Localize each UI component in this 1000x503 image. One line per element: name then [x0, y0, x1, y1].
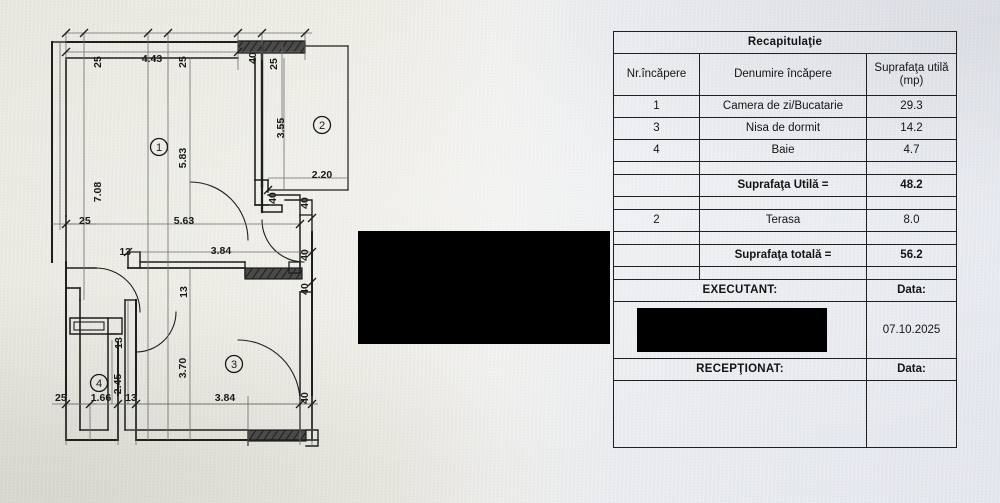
executant-signature-row: 07.10.2025 [613, 300, 957, 359]
executant-date-value: 07.10.2025 [866, 300, 957, 359]
executant-signature-cell [613, 300, 867, 359]
receptionat-signature-cell [613, 380, 867, 448]
terrace-area: 8.0 [866, 209, 957, 233]
executant-label: EXECUTANT: [613, 279, 867, 302]
row-name: Baie [699, 139, 867, 163]
dim-top-40: 40 [247, 52, 259, 64]
table-title-row: Recapitulaţie [613, 31, 957, 54]
room-marker-4: 4 [96, 378, 102, 390]
dim-left-708: 7.08 [92, 182, 104, 203]
floor-plan-drawing: 1 2 3 4 4.43 25 25 40 25 3.55 2.20 7.08 … [51, 28, 349, 447]
recapitulation-table: Recapitulaţie Nr.încăpere Denumire încăp… [613, 31, 957, 448]
dim-interior-245: 2.45 [112, 374, 124, 395]
row-name: Nisa de dormit [699, 117, 867, 141]
dim-right-40-b: 40 [299, 249, 311, 261]
column-header-number: Nr.încăpere [613, 52, 700, 97]
terrace-row: 2 Terasa 8.0 [613, 209, 957, 233]
spacer-row [613, 231, 957, 246]
dim-bottom-25: 25 [55, 392, 67, 404]
column-header-area-line1: Suprafaţa utilă [874, 61, 949, 74]
row-area: 4.7 [866, 139, 957, 163]
spacer-row [613, 196, 957, 211]
row-name: Camera de zi/Bucatarie [699, 95, 867, 119]
redaction-box-plan [358, 231, 610, 344]
spacer-cell [866, 196, 957, 211]
table-row: 4 Baie 4.7 [613, 139, 957, 163]
dim-13-c: 13 [113, 337, 125, 349]
row-number: 1 [613, 95, 700, 119]
row-number: 3 [613, 117, 700, 141]
spacer-row [613, 266, 957, 280]
table-row: 3 Nisa de dormit 14.2 [613, 117, 957, 141]
total-area-empty [613, 244, 700, 267]
dim-room2-220: 2.20 [312, 169, 333, 181]
dim-interior-563: 5.63 [174, 215, 195, 227]
spacer-cell [699, 231, 867, 246]
dim-bottom-166: 1.66 [91, 392, 112, 404]
row-area: 29.3 [866, 95, 957, 119]
terrace-name: Terasa [699, 209, 867, 233]
dim-top-25-c: 25 [268, 58, 280, 70]
spacer-cell [866, 231, 957, 246]
row-area: 14.2 [866, 117, 957, 141]
room-marker-1: 1 [156, 142, 162, 154]
column-header-area: Suprafaţa utilă (mp) [866, 52, 957, 97]
dim-top-25-a: 25 [92, 56, 104, 68]
spacer-cell [613, 266, 700, 280]
column-header-name: Denumire încăpere [699, 52, 867, 97]
total-area-row: Suprafaţa totală = 56.2 [613, 244, 957, 267]
dim-right-40-a: 40 [299, 197, 311, 209]
receptionat-header-row: RECEPŢIONAT: Data: [613, 357, 957, 382]
dim-right-40-c: 40 [299, 283, 311, 295]
redaction-box-signature [637, 307, 827, 352]
table-row: 1 Camera de zi/Bucatarie 29.3 [613, 95, 957, 119]
dim-left-25: 25 [79, 215, 91, 227]
dim-interior-583: 5.83 [177, 148, 189, 169]
useful-area-value: 48.2 [866, 174, 957, 198]
column-header-area-line2: (mp) [899, 74, 924, 87]
dim-room2-355: 3.55 [275, 118, 287, 139]
receptionat-date-value [866, 380, 957, 448]
useful-area-row: Suprafaţa Utilă = 48.2 [613, 174, 957, 198]
dim-13-b: 13 [178, 286, 190, 298]
executant-header-row: EXECUTANT: Data: [613, 279, 957, 302]
executant-date-label: Data: [866, 279, 957, 302]
row-number: 4 [613, 139, 700, 163]
dim-top-443: 4.43 [142, 53, 163, 65]
recapitulation-table-container: Recapitulaţie Nr.încăpere Denumire încăp… [613, 31, 957, 448]
dim-bottom-384: 3.84 [215, 392, 236, 404]
spacer-cell [613, 161, 700, 176]
table-header-row: Nr.încăpere Denumire încăpere Suprafaţa … [613, 52, 957, 97]
spacer-row [613, 161, 957, 176]
spacer-cell [866, 161, 957, 176]
receptionat-label: RECEPŢIONAT: [613, 357, 867, 382]
spacer-cell [613, 231, 700, 246]
receptionat-date-label: Data: [866, 357, 957, 382]
spacer-cell [613, 196, 700, 211]
useful-area-label: Suprafaţa Utilă = [699, 174, 867, 198]
spacer-cell [699, 266, 867, 280]
spacer-cell [866, 266, 957, 280]
dim-bottom-13: 13 [125, 392, 137, 404]
dim-right-40-e: 40 [267, 192, 279, 204]
total-area-label: Suprafaţa totală = [699, 244, 867, 267]
dim-top-25-b: 25 [177, 56, 189, 68]
dim-right-40-d: 40 [299, 392, 311, 404]
terrace-number: 2 [613, 209, 700, 233]
dim-interior-370: 3.70 [177, 358, 189, 379]
dim-interior-384-top: 3.84 [211, 245, 232, 257]
room-marker-2: 2 [319, 120, 325, 132]
room-marker-3: 3 [231, 359, 237, 371]
receptionat-signature-row [613, 380, 957, 448]
spacer-cell [699, 161, 867, 176]
table-title: Recapitulaţie [613, 31, 957, 54]
dim-13-a: 13 [119, 246, 131, 258]
useful-area-empty [613, 174, 700, 198]
total-area-value: 56.2 [866, 244, 957, 267]
spacer-cell [699, 196, 867, 211]
